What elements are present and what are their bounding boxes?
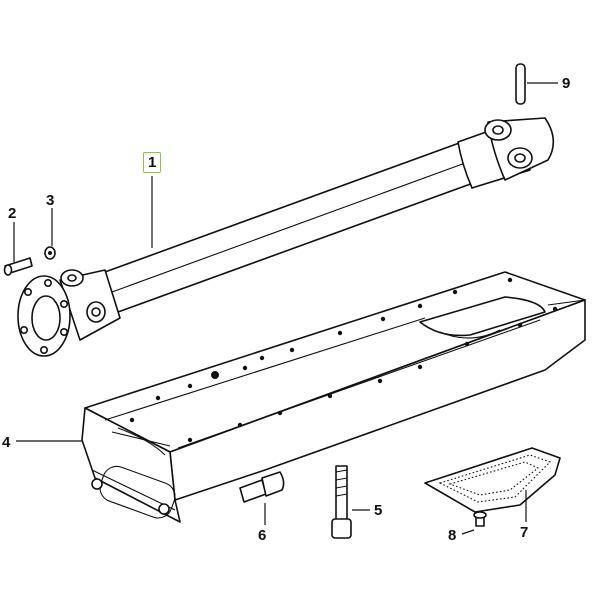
part-6-short-bolt[interactable]	[239, 471, 285, 503]
callout-5[interactable]: 5	[374, 502, 383, 519]
part-2-bolt[interactable]	[3, 257, 33, 276]
callout-8[interactable]: 8	[448, 527, 457, 544]
part-5-long-bolt[interactable]	[331, 465, 352, 539]
callout-3[interactable]: 3	[46, 192, 55, 209]
part-7-mesh-plate[interactable]	[424, 447, 561, 513]
part-8-screw[interactable]	[473, 511, 487, 527]
frame-holes	[129, 277, 558, 443]
callout-6[interactable]: 6	[258, 527, 267, 544]
callout-4[interactable]: 4	[2, 434, 11, 451]
part-3-nut[interactable]	[44, 246, 56, 260]
callout-7[interactable]: 7	[520, 524, 529, 541]
part-4-frame[interactable]	[81, 271, 586, 523]
part-9-pin[interactable]	[515, 63, 526, 105]
leader-lines	[13, 82, 558, 535]
callout-9[interactable]: 9	[562, 75, 571, 92]
part-1-drive-shaft[interactable]	[17, 117, 555, 357]
callout-2[interactable]: 2	[8, 205, 17, 222]
callout-1[interactable]: 1	[143, 152, 162, 173]
